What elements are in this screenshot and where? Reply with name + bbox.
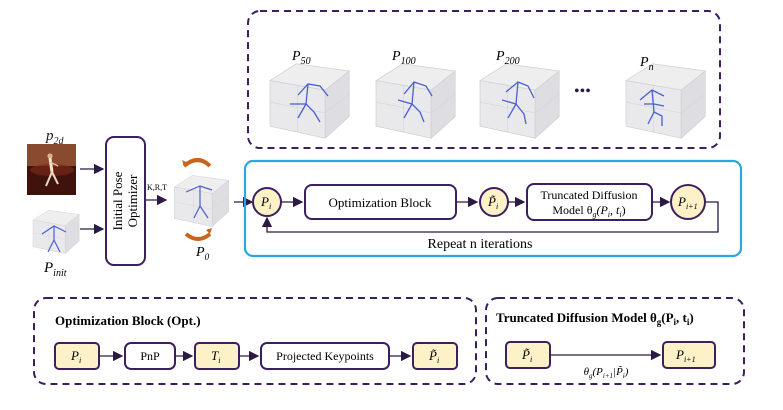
diff-edge-label: θg(Pi+1|P̃i)	[584, 365, 629, 380]
optimization-block-label: Optimization Block	[329, 195, 432, 210]
sample-p100: P100	[375, 49, 456, 139]
pi-node-label: Pi	[260, 194, 271, 211]
opt-pi-tilde-box	[412, 342, 458, 370]
sample-pn-label: Pn	[639, 55, 654, 73]
sample-p100-label: P100	[391, 49, 416, 67]
pnp-label: PnP	[140, 349, 160, 363]
truncated-diffusion-line2: Model θg(Pi, ti)	[552, 203, 625, 219]
diff-panel	[485, 297, 745, 385]
repeat-label: Repeat n iterations	[428, 237, 533, 252]
pinit-cube	[32, 210, 80, 254]
opt-panel	[33, 297, 477, 385]
skeleton-p200	[505, 81, 535, 99]
krt-label: K,R,T	[147, 183, 167, 192]
skeleton-p100	[403, 81, 433, 97]
pinit-label: Pinit	[43, 260, 67, 279]
sample-p200-label: P200	[495, 49, 520, 67]
p2d-label: p2d	[45, 128, 65, 147]
input-image	[27, 144, 76, 195]
rotate-bottom-icon	[184, 232, 212, 241]
sample-p50-label: P50	[291, 49, 311, 67]
iteration-loop	[243, 159, 743, 258]
samples-panel	[247, 10, 721, 149]
diff-pnext-box	[662, 341, 716, 369]
skeleton-p50	[297, 83, 329, 97]
opt-pi-tilde-label: P̃i	[428, 348, 439, 365]
sample-pn: Pn	[625, 55, 706, 139]
p0-label: P0	[195, 245, 210, 262]
truncated-diffusion-line1: Truncated Diffusion	[541, 188, 638, 202]
initial-pose-optimizer-label: Initial PoseOptimizer	[110, 171, 140, 230]
ellipsis: •••	[574, 83, 591, 100]
p0-cube	[173, 175, 229, 227]
diff-panel-title: Truncated Diffusion Model θg(Pi, ti)	[496, 310, 694, 327]
opt-t-label: Ti	[211, 348, 220, 365]
sample-p200: P200	[479, 49, 560, 139]
diff-pnext-label: Pi+1	[675, 347, 696, 364]
opt-panel-title: Optimization Block (Opt.)	[55, 313, 201, 328]
initial-pose-optimizer	[105, 136, 146, 266]
diff-pi-tilde-label: P̃i	[521, 347, 532, 364]
sample-p50: P50	[269, 49, 350, 139]
pi-tilde-node-label: P̃i	[487, 194, 498, 211]
projected-keypoints-label: Projected Keypoints	[276, 349, 374, 363]
feedback-arrow	[261, 201, 719, 233]
opt-pi-label: Pi	[70, 348, 81, 365]
pnext-node-label: Pi+1	[677, 194, 698, 211]
